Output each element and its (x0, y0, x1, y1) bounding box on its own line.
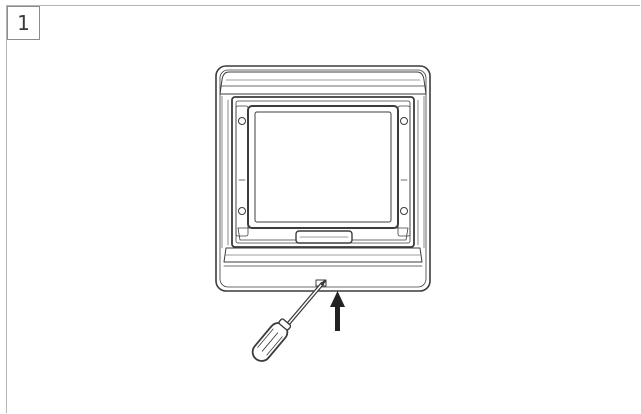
step-number-badge: 1 (7, 6, 40, 40)
arrow-up-icon (330, 291, 345, 331)
flush-mounted-display-icon (215, 65, 431, 292)
step-number: 1 (17, 11, 30, 35)
screwdriver-icon (251, 279, 327, 362)
